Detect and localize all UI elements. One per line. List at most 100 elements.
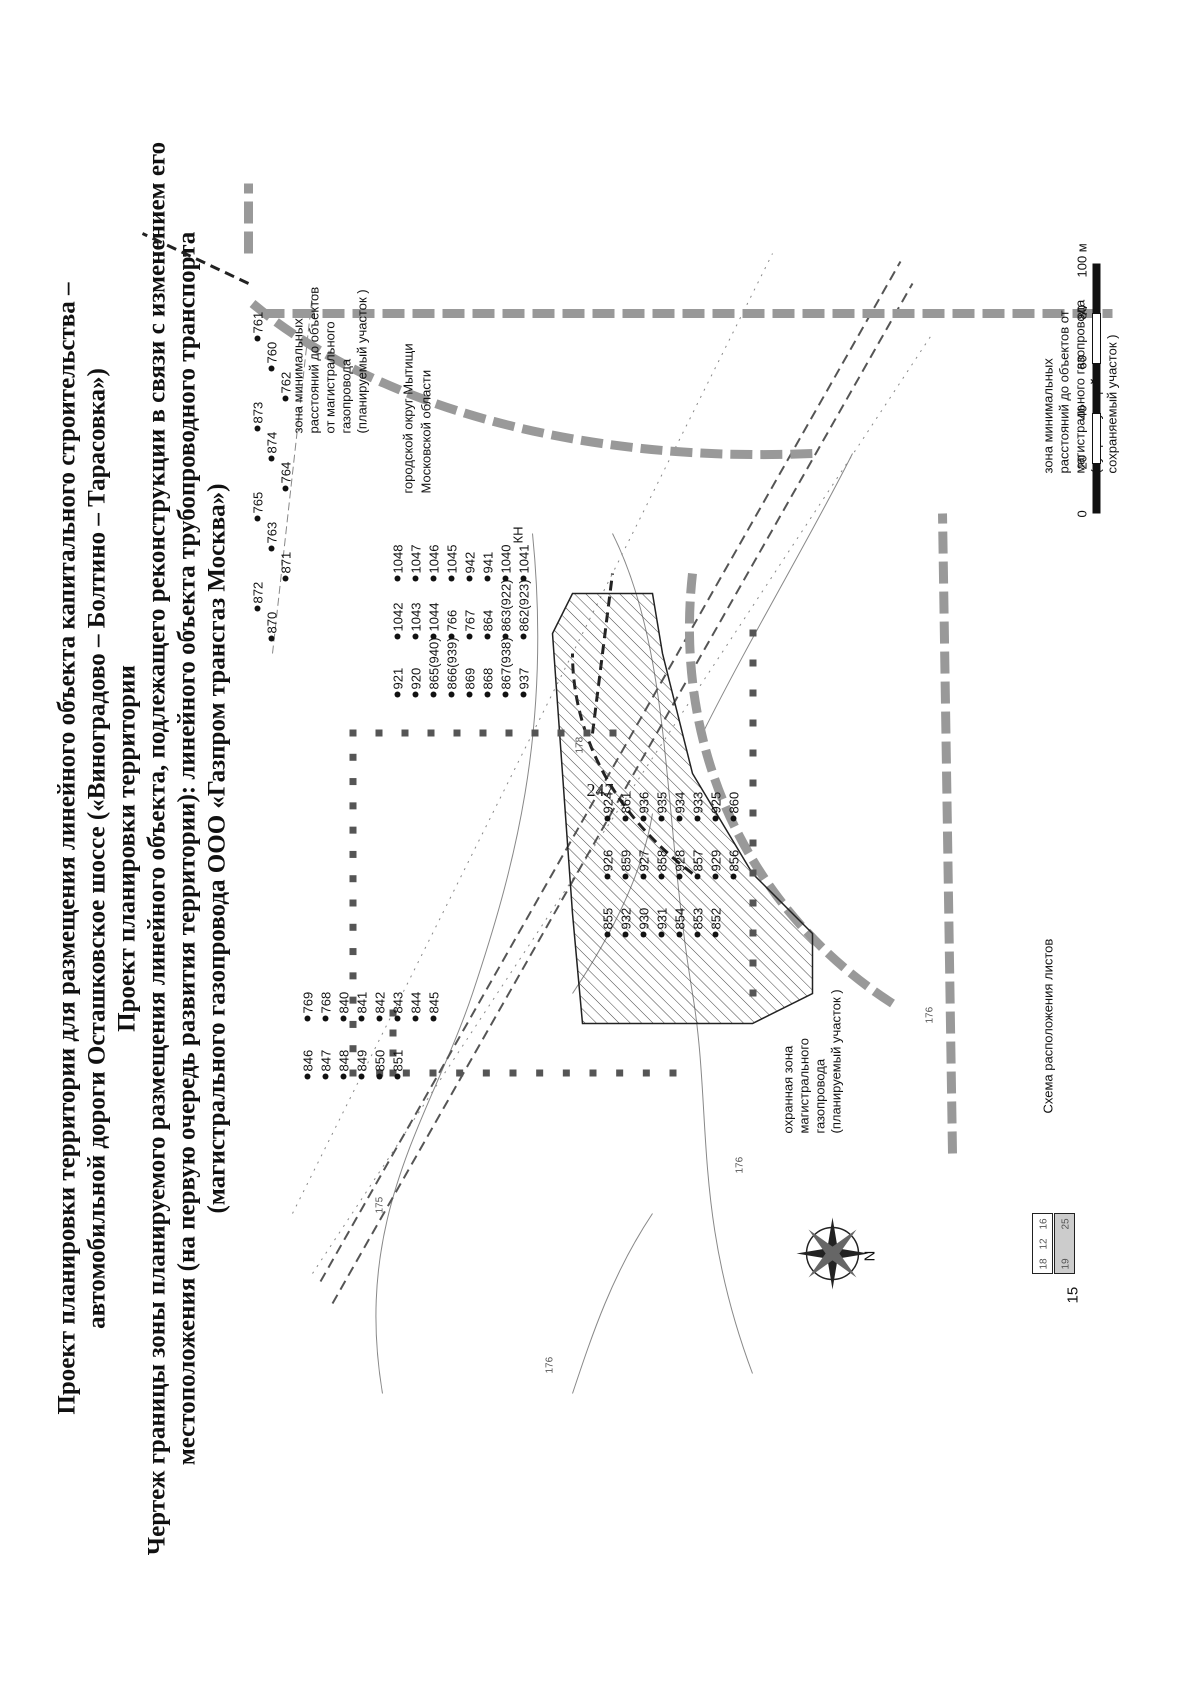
point-marker bbox=[394, 575, 401, 582]
district-label-2: Московской области bbox=[419, 370, 434, 494]
point-label-932: 932 bbox=[619, 908, 634, 930]
point-marker bbox=[340, 1015, 347, 1022]
point-marker bbox=[304, 1073, 311, 1080]
existing-min-zone-line-1: зона минимальных bbox=[1041, 358, 1056, 474]
point-marker bbox=[694, 873, 701, 880]
point-marker bbox=[640, 931, 647, 938]
point-marker bbox=[412, 633, 419, 640]
road-main bbox=[319, 261, 914, 1304]
point-label-1043: 1043 bbox=[409, 603, 424, 632]
district-label-1: городской округ Мытищи bbox=[401, 343, 416, 493]
point-label-840: 840 bbox=[337, 992, 352, 1014]
point-label-930: 930 bbox=[637, 908, 652, 930]
planned-min-zone-line-3: от магистрального bbox=[323, 321, 338, 433]
point-label-856: 856 bbox=[727, 850, 742, 872]
boundary-dot bbox=[389, 1069, 397, 1077]
planned-min-zone-line-5: (планируемый участок ) bbox=[355, 289, 370, 433]
boundary-dot bbox=[349, 802, 357, 810]
boundary-dot bbox=[349, 850, 357, 858]
protection-zone-line-3: газопровода bbox=[813, 1058, 828, 1133]
point-marker bbox=[622, 931, 629, 938]
boundary-dot bbox=[402, 1069, 410, 1077]
point-label-869: 869 bbox=[463, 668, 478, 690]
map-sheet: Проект планировки территории для размеще… bbox=[53, 64, 1148, 1634]
point-label-851: 851 bbox=[391, 1050, 406, 1072]
boundary-dot bbox=[583, 729, 591, 737]
point-label-1042: 1042 bbox=[391, 603, 406, 632]
point-label-769: 769 bbox=[301, 992, 316, 1014]
point-marker bbox=[254, 425, 261, 432]
point-label-931: 931 bbox=[655, 908, 670, 930]
point-marker bbox=[640, 815, 647, 822]
point-label-935: 935 bbox=[655, 792, 670, 814]
point-marker bbox=[730, 815, 737, 822]
sheet-layout-label: Схема расположения листов bbox=[1041, 939, 1056, 1114]
boundary-dot bbox=[749, 629, 757, 637]
point-label-853: 853 bbox=[691, 908, 706, 930]
point-label-1046: 1046 bbox=[427, 545, 442, 574]
point-marker bbox=[484, 691, 491, 698]
point-marker bbox=[676, 931, 683, 938]
boundary-dot bbox=[349, 778, 357, 786]
point-label-855: 855 bbox=[601, 908, 616, 930]
protection-zone bbox=[551, 592, 814, 1025]
scale-tick-20: 20 bbox=[1075, 455, 1090, 469]
boundary-dot bbox=[749, 749, 757, 757]
point-marker bbox=[430, 1015, 437, 1022]
boundary-dot bbox=[642, 1069, 650, 1077]
point-marker bbox=[502, 575, 509, 582]
kn-label: КН bbox=[511, 527, 526, 544]
boundary-dot bbox=[749, 719, 757, 727]
boundary-dot bbox=[616, 1069, 624, 1077]
point-label-937: 937 bbox=[517, 668, 532, 690]
boundary-dot bbox=[401, 729, 409, 737]
boundary-dot bbox=[536, 1069, 544, 1077]
contour-label-1: 178 bbox=[575, 736, 586, 753]
point-label-873: 873 bbox=[251, 402, 266, 424]
point-marker bbox=[412, 575, 419, 582]
point-marker bbox=[448, 575, 455, 582]
boundary-dot bbox=[531, 729, 539, 737]
sheet-cell-3: 16 bbox=[1039, 1218, 1050, 1230]
boundary-dot bbox=[482, 1069, 490, 1077]
point-label-874: 874 bbox=[265, 432, 280, 454]
point-label-925: 925 bbox=[709, 792, 724, 814]
point-marker bbox=[658, 815, 665, 822]
scale-tick-80: 80 bbox=[1075, 305, 1090, 319]
point-marker bbox=[376, 1015, 383, 1022]
sheet-cell-4: 19 bbox=[1061, 1258, 1072, 1270]
boundary-dot bbox=[349, 899, 357, 907]
point-label-864: 864 bbox=[481, 610, 496, 632]
contour-label-5: 176 bbox=[545, 1356, 556, 1373]
boundary-dot bbox=[589, 1069, 597, 1077]
point-marker bbox=[622, 815, 629, 822]
point-marker bbox=[640, 873, 647, 880]
boundary-dot bbox=[749, 809, 757, 817]
point-marker bbox=[694, 815, 701, 822]
contour-label-4: 175 bbox=[375, 1196, 386, 1213]
point-label-868: 868 bbox=[481, 668, 496, 690]
boundary-dot bbox=[479, 729, 487, 737]
point-marker bbox=[430, 633, 437, 640]
boundary-dot bbox=[749, 869, 757, 877]
point-label-1041: 1041 bbox=[517, 545, 532, 574]
point-marker bbox=[254, 515, 261, 522]
boundary-dot bbox=[749, 899, 757, 907]
boundary-dot bbox=[349, 1020, 357, 1028]
sheet-layout-scheme: 18 12 16 19 25 bbox=[1032, 1213, 1075, 1274]
point-marker bbox=[676, 873, 683, 880]
point-label-926: 926 bbox=[601, 850, 616, 872]
boundary-dot bbox=[349, 996, 357, 1004]
point-marker bbox=[712, 931, 719, 938]
planned-min-zone-line-1: зона минимальных bbox=[291, 318, 306, 434]
point-label-942: 942 bbox=[463, 552, 478, 574]
point-label-845: 845 bbox=[427, 992, 442, 1014]
boundary-dot bbox=[749, 959, 757, 967]
boundary-dot bbox=[749, 659, 757, 667]
point-label-862923: 862(923) bbox=[517, 579, 532, 631]
scale-bar: 0 20 40 60 80 100 м bbox=[1075, 243, 1101, 518]
point-marker bbox=[466, 691, 473, 698]
point-label-859: 859 bbox=[619, 850, 634, 872]
